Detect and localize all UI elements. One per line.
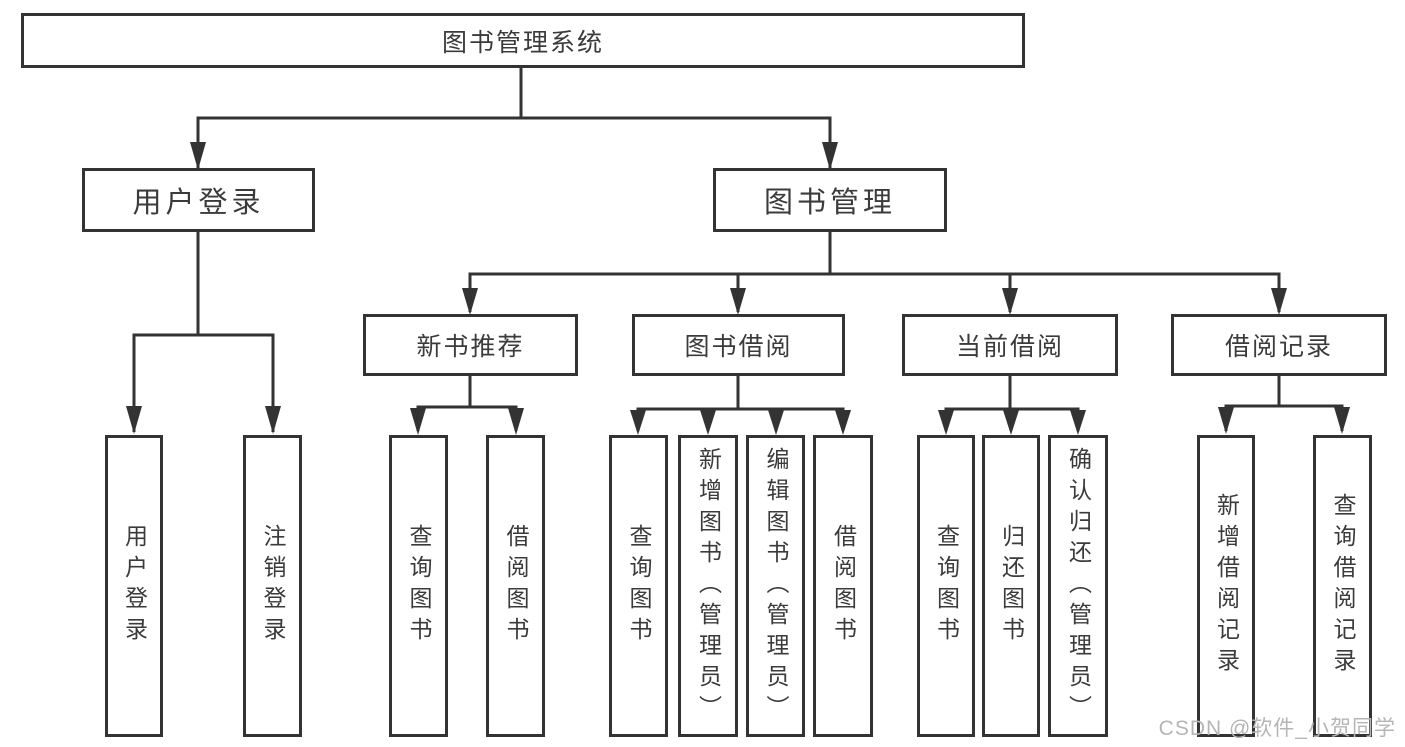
arrow-down-icon <box>508 408 524 435</box>
connector-line <box>416 405 518 431</box>
leaf-edit-books-admin: 编辑图书（管理员） <box>746 435 805 737</box>
arrow-down-icon <box>1271 288 1287 315</box>
node-user-login-label: 用户登录 <box>132 187 265 219</box>
arrow-down-icon <box>126 406 142 434</box>
node-current-borrowing: 当前借阅 <box>902 314 1118 376</box>
node-book-management-label: 图书管理 <box>763 187 896 219</box>
leaf-query-books-current-label: 查询图书 <box>933 524 960 648</box>
leaf-add-borrow-record: 新增借阅记录 <box>1197 435 1255 737</box>
leaf-borrow-books-recommend: 借阅图书 <box>486 435 545 737</box>
leaf-user-login: 用户登录 <box>105 435 163 737</box>
leaf-query-books-borrow: 查询图书 <box>609 435 668 737</box>
leaf-query-books-current: 查询图书 <box>917 435 975 737</box>
node-borrowing-records-label: 借阅记录 <box>1224 333 1333 361</box>
node-current-borrowing-label: 当前借阅 <box>955 333 1064 361</box>
node-new-book-recommendation: 新书推荐 <box>363 314 578 376</box>
leaf-borrow-books-recommend-label: 借阅图书 <box>503 524 529 648</box>
node-book-borrowing-label: 图书借阅 <box>684 333 793 361</box>
arrow-down-icon <box>1002 288 1018 315</box>
arrow-down-icon <box>730 288 746 315</box>
connector-line <box>468 272 1281 312</box>
arrow-down-icon <box>938 410 954 435</box>
leaf-borrow-books-label: 借阅图书 <box>830 524 857 648</box>
arrow-down-icon <box>410 408 426 435</box>
leaf-user-login-label: 用户登录 <box>121 524 148 648</box>
node-root-label: 图书管理系统 <box>441 28 604 57</box>
arrow-down-icon <box>700 410 716 435</box>
leaf-return-books: 归还图书 <box>982 435 1040 737</box>
leaf-query-books-recommend-label: 查询图书 <box>406 524 432 648</box>
arrow-down-icon <box>190 142 206 170</box>
leaf-confirm-return-admin: 确认归还（管理员） <box>1048 435 1108 737</box>
connector-line <box>196 116 832 168</box>
leaf-add-borrow-record-label: 新增借阅记录 <box>1213 493 1240 679</box>
arrow-down-icon <box>462 288 478 315</box>
arrow-down-icon <box>630 410 646 435</box>
leaf-add-books-admin: 新增图书（管理员） <box>678 435 738 737</box>
leaf-query-books-recommend: 查询图书 <box>389 435 448 737</box>
arrow-down-icon <box>835 410 851 435</box>
leaf-return-books-label: 归还图书 <box>998 524 1025 648</box>
node-book-management: 图书管理 <box>713 168 947 232</box>
arrow-down-icon <box>1218 407 1234 434</box>
leaf-add-books-admin-label: 新增图书（管理员） <box>695 446 722 726</box>
arrow-down-icon <box>822 142 838 170</box>
watermark: CSDN @软件_小贺同学 <box>1158 717 1396 740</box>
arrow-down-icon <box>1334 407 1350 434</box>
leaf-edit-books-admin-label: 编辑图书（管理员） <box>763 446 789 726</box>
arrow-down-icon <box>1003 410 1019 435</box>
leaf-logout-label: 注销登录 <box>260 524 286 648</box>
arrow-down-icon <box>768 410 784 435</box>
leaf-borrow-books: 借阅图书 <box>813 435 873 737</box>
leaf-query-borrow-record-label: 查询借阅记录 <box>1330 493 1356 679</box>
node-new-book-recommendation-label: 新书推荐 <box>416 333 525 361</box>
connector-line <box>132 333 275 432</box>
node-root: 图书管理系统 <box>21 13 1025 68</box>
leaf-query-books-borrow-label: 查询图书 <box>626 524 652 648</box>
node-borrowing-records: 借阅记录 <box>1171 314 1387 376</box>
arrow-down-icon <box>265 406 281 434</box>
node-book-borrowing: 图书借阅 <box>632 314 845 376</box>
leaf-confirm-return-admin-label: 确认归还（管理员） <box>1065 446 1092 726</box>
leaf-logout: 注销登录 <box>243 435 302 737</box>
node-user-login: 用户登录 <box>82 168 315 232</box>
connector-line <box>636 407 845 431</box>
arrow-down-icon <box>1070 410 1086 435</box>
connector-line <box>1224 404 1344 431</box>
leaf-query-borrow-record: 查询借阅记录 <box>1313 435 1372 737</box>
